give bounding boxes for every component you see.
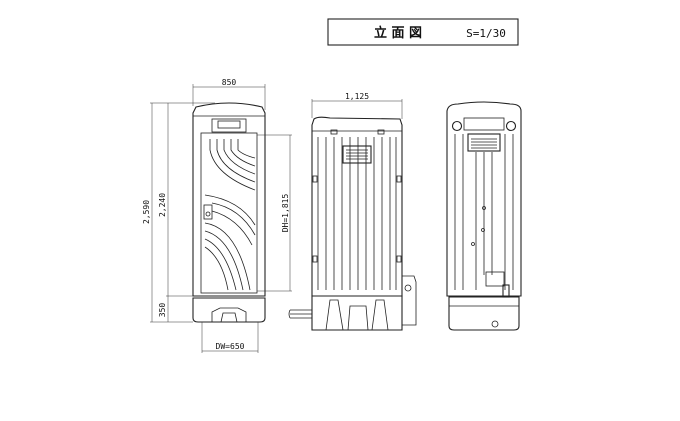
body-height-dimension: 2,240: [158, 193, 167, 217]
depth-dimension: 1,125: [345, 92, 369, 101]
total-height-dimension: 2,590: [142, 200, 151, 224]
side-view: 1,125: [288, 92, 417, 331]
door-height-dimension: DH=1,815: [281, 194, 290, 233]
front-view: 850 2,590 2,240 350 DH=1,815 DW=650: [142, 78, 292, 353]
rear-view: [446, 101, 522, 331]
door-width-dimension: DW=650: [216, 342, 245, 351]
title-block: 立 面 図 S=1/30: [327, 18, 519, 46]
drawing-scale: S=1/30: [466, 27, 506, 40]
base-height-dimension: 350: [158, 303, 167, 318]
width-dimension: 850: [222, 78, 237, 87]
drawing-title: 立 面 図: [374, 25, 422, 41]
